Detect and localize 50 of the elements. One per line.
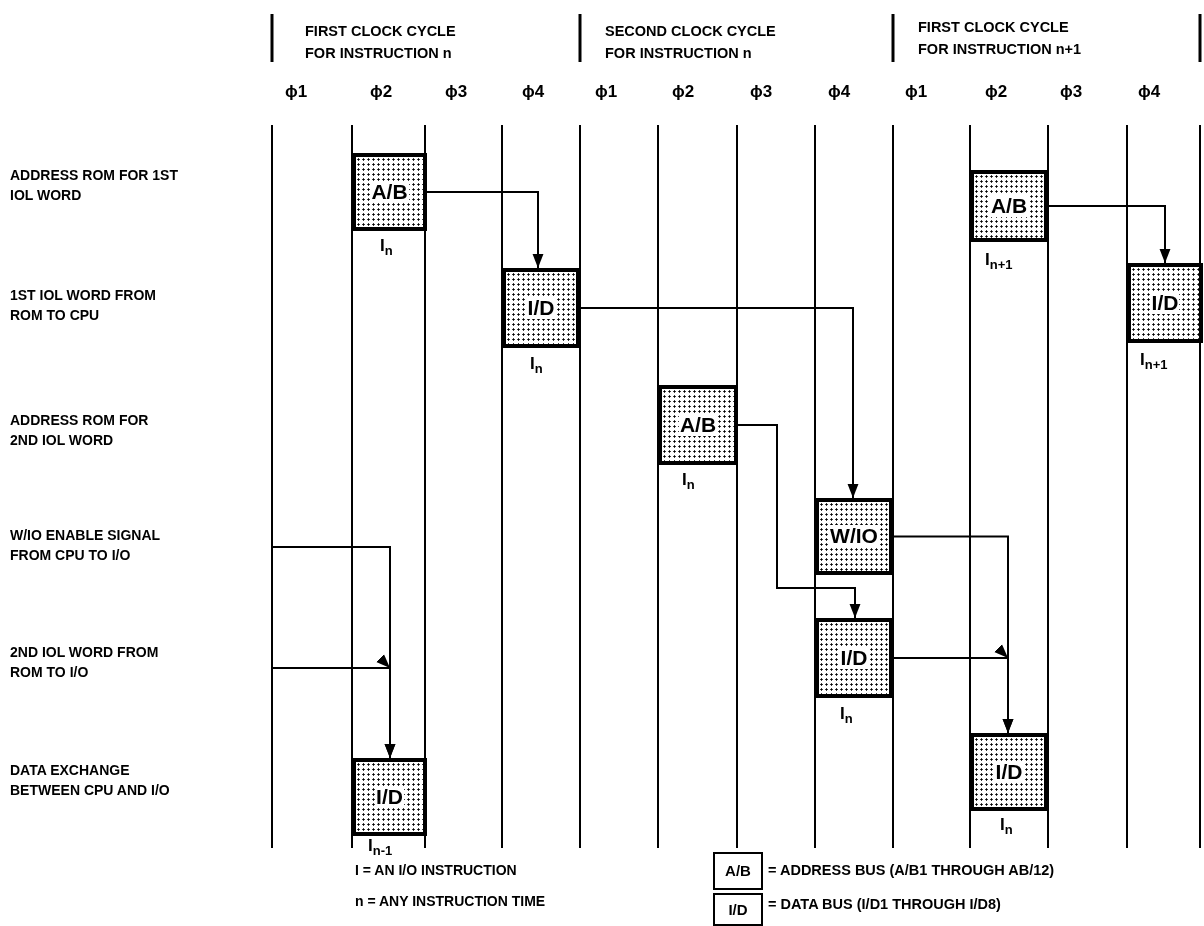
instruction-label: I$_{n}$ [840, 704, 853, 727]
arrow [579, 307, 859, 499]
row-label: DATA EXCHANGE BETWEEN CPU AND I/O [10, 761, 171, 800]
phase-label: ϕ3 [445, 82, 468, 102]
legend-sample-box: I/D [713, 893, 763, 926]
instruction-label: I$_{n}$ [682, 470, 695, 493]
instruction-label: I$_{n+1}$ [1140, 350, 1168, 373]
row-label: 1ST IOL WORD FROM ROM TO CPU [10, 286, 157, 325]
instruction-label: I$_{n}$ [380, 236, 393, 259]
instruction-label: I$_{n+1}$ [985, 250, 1013, 273]
phase-label: ϕ2 [985, 82, 1008, 102]
bus-cycle-box: I/D [502, 268, 580, 348]
phase-label: ϕ4 [1138, 82, 1161, 102]
phase-label: ϕ1 [905, 82, 928, 102]
row-label: ADDRESS ROM FOR 1ST IOL WORD [10, 166, 178, 205]
phase-label: ϕ1 [595, 82, 618, 102]
phase-label: ϕ3 [1060, 82, 1083, 102]
row-label: ADDRESS ROM FOR 2ND IOL WORD [10, 411, 150, 450]
phase-label: ϕ4 [828, 82, 851, 102]
phase-label: ϕ3 [750, 82, 773, 102]
bus-cycle-box: A/B [970, 170, 1048, 242]
bus-cycle-box: W/IO [815, 498, 893, 575]
footnote: n = ANY INSTRUCTION TIME [355, 893, 546, 909]
bus-cycle-box: I/D [1127, 263, 1203, 343]
bus-cycle-box: I/D [970, 733, 1048, 811]
arrow [737, 424, 861, 619]
bus-cycle-box: A/B [352, 153, 427, 231]
arrow [426, 191, 544, 269]
phase-label: ϕ4 [522, 82, 545, 102]
footnote: I = AN I/O INSTRUCTION [355, 862, 517, 878]
legend-text: = DATA BUS (I/D1 THROUGH I/D8) [768, 896, 1001, 912]
arrow [892, 644, 1014, 734]
row-label: W/IO ENABLE SIGNAL FROM CPU TO I/O [10, 526, 161, 565]
arrow [271, 654, 396, 759]
arrow [1047, 205, 1171, 264]
legend-text: = ADDRESS BUS (A/B1 THROUGH AB/12) [768, 862, 1055, 878]
instruction-label: I$_{n}$ [530, 354, 543, 377]
legend-sample-box: A/B [713, 852, 763, 890]
instruction-label: I$_{n-1}$ [368, 836, 393, 859]
phase-label: ϕ2 [672, 82, 695, 102]
bus-cycle-box: I/D [352, 758, 427, 836]
cycle-header: FIRST CLOCK CYCLE FOR INSTRUCTION n+1 [918, 18, 1083, 59]
cycle-header: FIRST CLOCK CYCLE FOR INSTRUCTION n [305, 22, 457, 63]
phase-label: ϕ1 [285, 82, 308, 102]
bus-cycle-box: A/B [658, 385, 738, 465]
phase-label: ϕ2 [370, 82, 393, 102]
instruction-label: I$_{n}$ [1000, 815, 1013, 838]
bus-cycle-box: I/D [815, 618, 893, 698]
cycle-header: SECOND CLOCK CYCLE FOR INSTRUCTION n [605, 22, 777, 63]
row-label: 2ND IOL WORD FROM ROM TO I/O [10, 643, 160, 682]
